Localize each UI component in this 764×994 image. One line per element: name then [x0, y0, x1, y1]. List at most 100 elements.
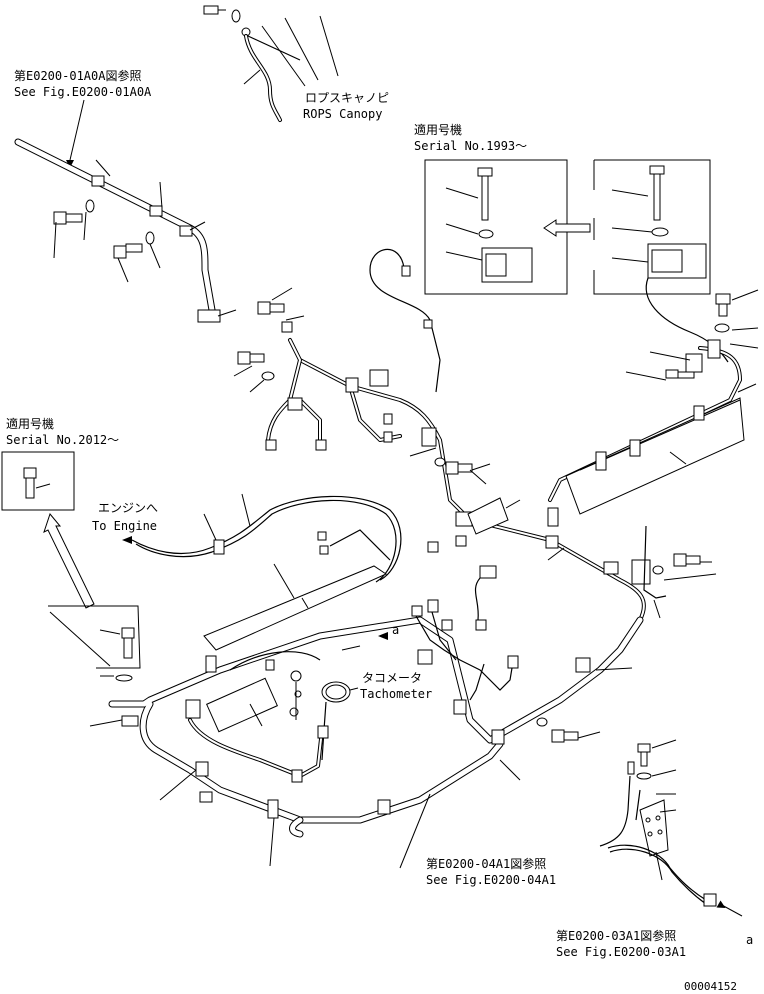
center-harness [265, 321, 651, 631]
ref-top-label-en: See Fig.E0200-01A0A [14, 85, 152, 99]
tachometer [317, 681, 359, 761]
washer-icon [636, 772, 652, 780]
connector-icon [441, 619, 453, 631]
bolt-shank-icon [269, 303, 285, 313]
connector-icon [427, 599, 439, 613]
clamp-icon [291, 769, 303, 783]
bolt-head-icon [477, 167, 493, 177]
bolt-head-icon [23, 467, 37, 479]
tachometer-label-en: Tachometer [360, 687, 432, 701]
serial-2012-label-jp: 適用号機 [6, 416, 54, 431]
bolt-shank-icon [653, 173, 661, 221]
clip-icon [595, 451, 607, 471]
washer-icon [651, 227, 669, 237]
ref-03a1-label-en: See Fig.E0200-03A1 [556, 945, 686, 959]
clamp-icon [421, 427, 437, 447]
washer-icon [434, 457, 446, 467]
bolt-head-icon [673, 553, 687, 567]
connector-icon [411, 605, 423, 617]
connector-icon [317, 725, 329, 739]
engine-label-jp: エンジンへ [98, 501, 158, 515]
bolt-group-right [643, 525, 717, 619]
canopy-ground-wire-group [203, 5, 339, 122]
arrow-icon [716, 900, 726, 908]
connector-icon [507, 655, 519, 669]
bolt-head-icon [237, 351, 251, 365]
canopy-harness [14, 138, 237, 323]
connector-icon [319, 545, 329, 555]
clamp-icon [195, 761, 209, 777]
terminal-icon [627, 761, 635, 775]
clamp-icon [267, 799, 279, 819]
washer-icon [536, 717, 548, 727]
center-connector-cluster [411, 599, 519, 701]
clamp-icon [545, 535, 559, 549]
serial-2012-label-en: Serial No.2012～ [6, 433, 119, 447]
bolt-group-lower-right [536, 717, 601, 743]
inner-loop-wire [188, 718, 324, 778]
connector-icon [479, 565, 497, 579]
washer-icon [261, 371, 275, 381]
washer-icon [115, 674, 133, 682]
bolt-head-icon [637, 743, 651, 753]
connector-icon [199, 791, 213, 803]
bracket-icon [467, 497, 509, 535]
clamp-icon [345, 377, 359, 393]
lower-right-assembly [599, 739, 743, 917]
point-a-mid-label: a [392, 623, 399, 637]
ref-04a1-label-en: See Fig.E0200-04A1 [426, 873, 556, 887]
sensor-icon [290, 670, 302, 682]
clamp-icon [547, 507, 559, 527]
bolt-shank-icon [123, 637, 133, 659]
clamp-icon [453, 699, 467, 715]
right-harness [548, 289, 759, 515]
clamp-icon [205, 655, 217, 673]
clip-icon [693, 405, 705, 421]
washer-icon [652, 565, 664, 575]
bolt-shank-icon [457, 463, 473, 473]
washer-icon [85, 199, 95, 213]
bolt-head-icon [649, 165, 665, 175]
clip-icon [629, 439, 641, 457]
clamp-icon [149, 205, 163, 217]
connector-icon [383, 413, 393, 425]
bolt-bracket-left [48, 605, 141, 682]
ref-03a1-label-jp: 第E0200-03A1図参照 [556, 928, 676, 943]
clamp-icon [685, 353, 703, 373]
relay-icon [369, 369, 389, 387]
bolt-shank-icon [640, 751, 648, 767]
arrow-icon [122, 536, 132, 544]
connector-icon [417, 649, 433, 665]
connector-icon [265, 439, 277, 451]
main-loop-harness [89, 616, 644, 869]
bolt-shank-icon [65, 213, 83, 223]
clamp-icon [185, 699, 201, 719]
fuse-box-cover-icon [206, 677, 278, 733]
canopy-label-jp: ロプスキャノピ [305, 91, 389, 105]
arrow-left-icon [543, 219, 591, 237]
washer-icon [714, 323, 730, 333]
connector-icon [317, 531, 327, 541]
engine-harness-wire [131, 495, 402, 581]
relay-box-icon [631, 559, 651, 585]
bolt-shank-icon [125, 243, 143, 253]
clamp-icon [603, 561, 619, 575]
clamp-icon [707, 339, 721, 359]
connector-icon [383, 431, 393, 443]
connector-icon [315, 439, 327, 451]
arrow-up-icon [43, 512, 95, 609]
serial-1993-label-en: Serial No.1993～ [414, 139, 527, 153]
bolt-head-icon [121, 627, 135, 639]
canopy-label-en: ROPS Canopy [303, 107, 382, 121]
washer-icon [231, 9, 241, 23]
bolt-group-center [233, 287, 565, 561]
bolt-shank-icon [25, 477, 35, 499]
clamp-bracket-icon [197, 309, 221, 323]
bolt-icon [203, 5, 219, 15]
rail-cover-icon [203, 565, 388, 651]
bolt-head-icon [715, 293, 731, 305]
clamp-icon [179, 225, 193, 237]
relay-bracket-icon [639, 799, 669, 857]
bolt-head-icon [445, 461, 459, 475]
